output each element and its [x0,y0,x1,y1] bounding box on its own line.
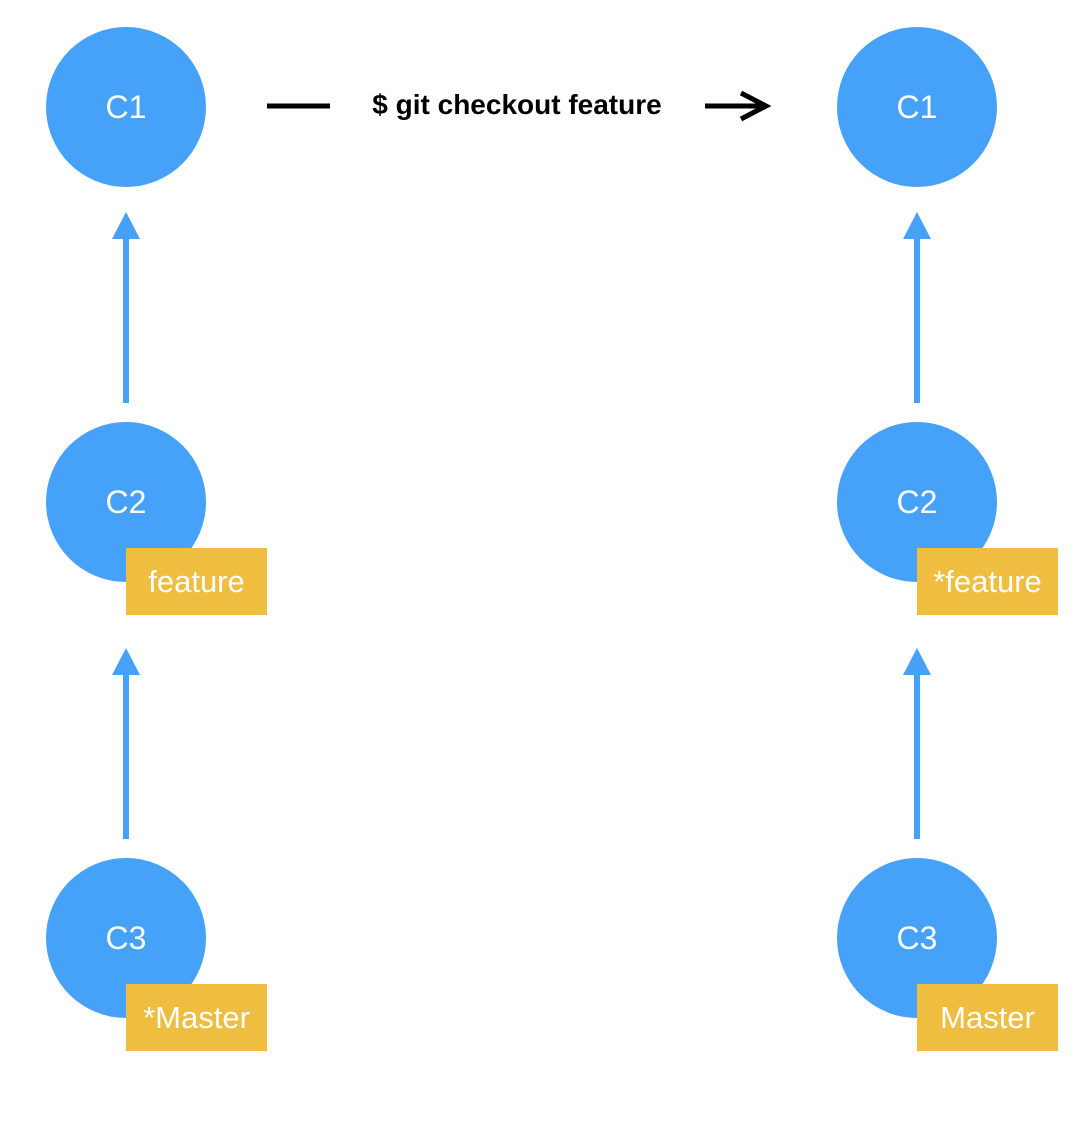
before-graph: C1 C2 feature C3 *Master [46,27,267,1051]
branch-tag-label: feature [148,564,245,599]
parent-arrow-c2-c1-before [112,212,140,403]
commit-label: C3 [106,920,147,956]
commit-label: C1 [106,89,147,125]
commit-label: C3 [897,920,938,956]
commit-node-c1-after: C1 [837,27,997,187]
branch-tag-feature-before: feature [126,548,267,615]
parent-arrow-c2-c1-after [903,212,931,403]
branch-tag-master-before: *Master [126,984,267,1051]
commit-node-c3-after: C3 Master [837,858,1058,1051]
commit-label: C1 [897,89,938,125]
parent-arrow-c3-c2-before [112,648,140,839]
branch-tag-label: *Master [143,1000,250,1035]
command-transition: $ git checkout feature [267,89,772,122]
commit-node-c3-before: C3 *Master [46,858,267,1051]
commit-node-c2-after: C2 *feature [837,422,1058,615]
commit-node-c1-before: C1 [46,27,206,187]
commit-label: C2 [897,484,938,520]
branch-tag-feature-after: *feature [917,548,1058,615]
branch-tag-label: Master [940,1000,1035,1035]
command-arrow-icon [705,90,772,122]
parent-arrow-c3-c2-after [903,648,931,839]
commit-label: C2 [106,484,147,520]
commit-node-c2-before: C2 feature [46,422,267,615]
branch-tag-label: *feature [933,564,1042,599]
branch-tag-master-after: Master [917,984,1058,1051]
after-graph: C1 C2 *feature C3 Master [837,27,1058,1051]
command-text: $ git checkout feature [372,89,661,120]
